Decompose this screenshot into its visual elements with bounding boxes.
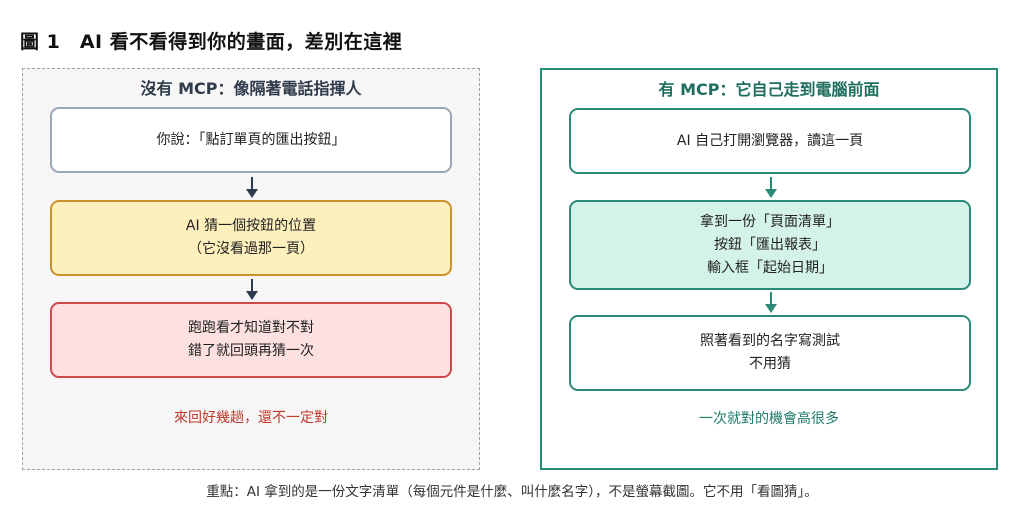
left-step-1-box: 你說：「點訂單頁的匯出按鈕」 — [50, 107, 452, 173]
panel-title-with-mcp: 有 MCP：它自己走到電腦前面 — [658, 80, 880, 99]
right-step-3-line-1: 照著看到的名字寫測試 — [700, 333, 840, 349]
right-arrow-down-icon-2 — [765, 292, 777, 313]
left-step-2-line-2: （它沒看過那一頁） — [188, 241, 314, 257]
figure-title: 圖 1 AI 看不看得到你的畫面，差別在這裡 — [20, 31, 403, 53]
right-step-2-line-2: 按鈕「匯出報表」 — [714, 236, 826, 253]
left-step-3-box: 跑跑看才知道對不對 錯了就回頭再猜一次 — [50, 302, 452, 378]
right-step-1-line-1: AI 自己打開瀏覽器，讀這一頁 — [676, 132, 864, 149]
right-step-2-box: 拿到一份「頁面清單」 按鈕「匯出報表」 輸入框「起始日期」 — [569, 200, 971, 290]
right-step-3-line-2: 不用猜 — [749, 356, 791, 372]
right-panel-note: 一次就對的機會高很多 — [699, 411, 839, 427]
left-arrow-down-icon — [246, 177, 258, 198]
left-step-2-line-1: AI 猜一個按鈕的位置 — [185, 218, 317, 234]
left-step-1-line-1: 你說：「點訂單頁的匯出按鈕」 — [156, 131, 346, 148]
left-step-2-box: AI 猜一個按鈕的位置 （它沒看過那一頁） — [50, 200, 452, 276]
left-panel-note: 來回好幾趟，還不一定對 — [174, 410, 328, 426]
left-step-3-line-1: 跑跑看才知道對不對 — [188, 320, 314, 336]
figure-caption: 重點：AI 拿到的是一份文字清單（每個元件是什麼、叫什麼名字），不是螢幕截圖。它… — [206, 484, 818, 500]
right-step-1-box: AI 自己打開瀏覽器，讀這一頁 — [569, 108, 971, 174]
right-step-3-box: 照著看到的名字寫測試 不用猜 — [569, 315, 971, 391]
right-arrow-down-icon — [765, 177, 777, 198]
left-arrow-down-icon-2 — [246, 279, 258, 300]
panel-without-mcp: 沒有 MCP：像隔著電話指揮人 你說：「點訂單頁的匯出按鈕」 AI 猜一個按鈕的… — [22, 68, 480, 470]
left-step-3-line-2: 錯了就回頭再猜一次 — [188, 343, 314, 359]
panel-title-without-mcp: 沒有 MCP：像隔著電話指揮人 — [140, 79, 362, 98]
panel-with-mcp: 有 MCP：它自己走到電腦前面 AI 自己打開瀏覽器，讀這一頁 拿到一份「頁面清… — [540, 68, 998, 470]
right-step-2-line-3: 輸入框「起始日期」 — [707, 259, 833, 276]
right-step-2-line-1: 拿到一份「頁面清單」 — [700, 213, 840, 230]
